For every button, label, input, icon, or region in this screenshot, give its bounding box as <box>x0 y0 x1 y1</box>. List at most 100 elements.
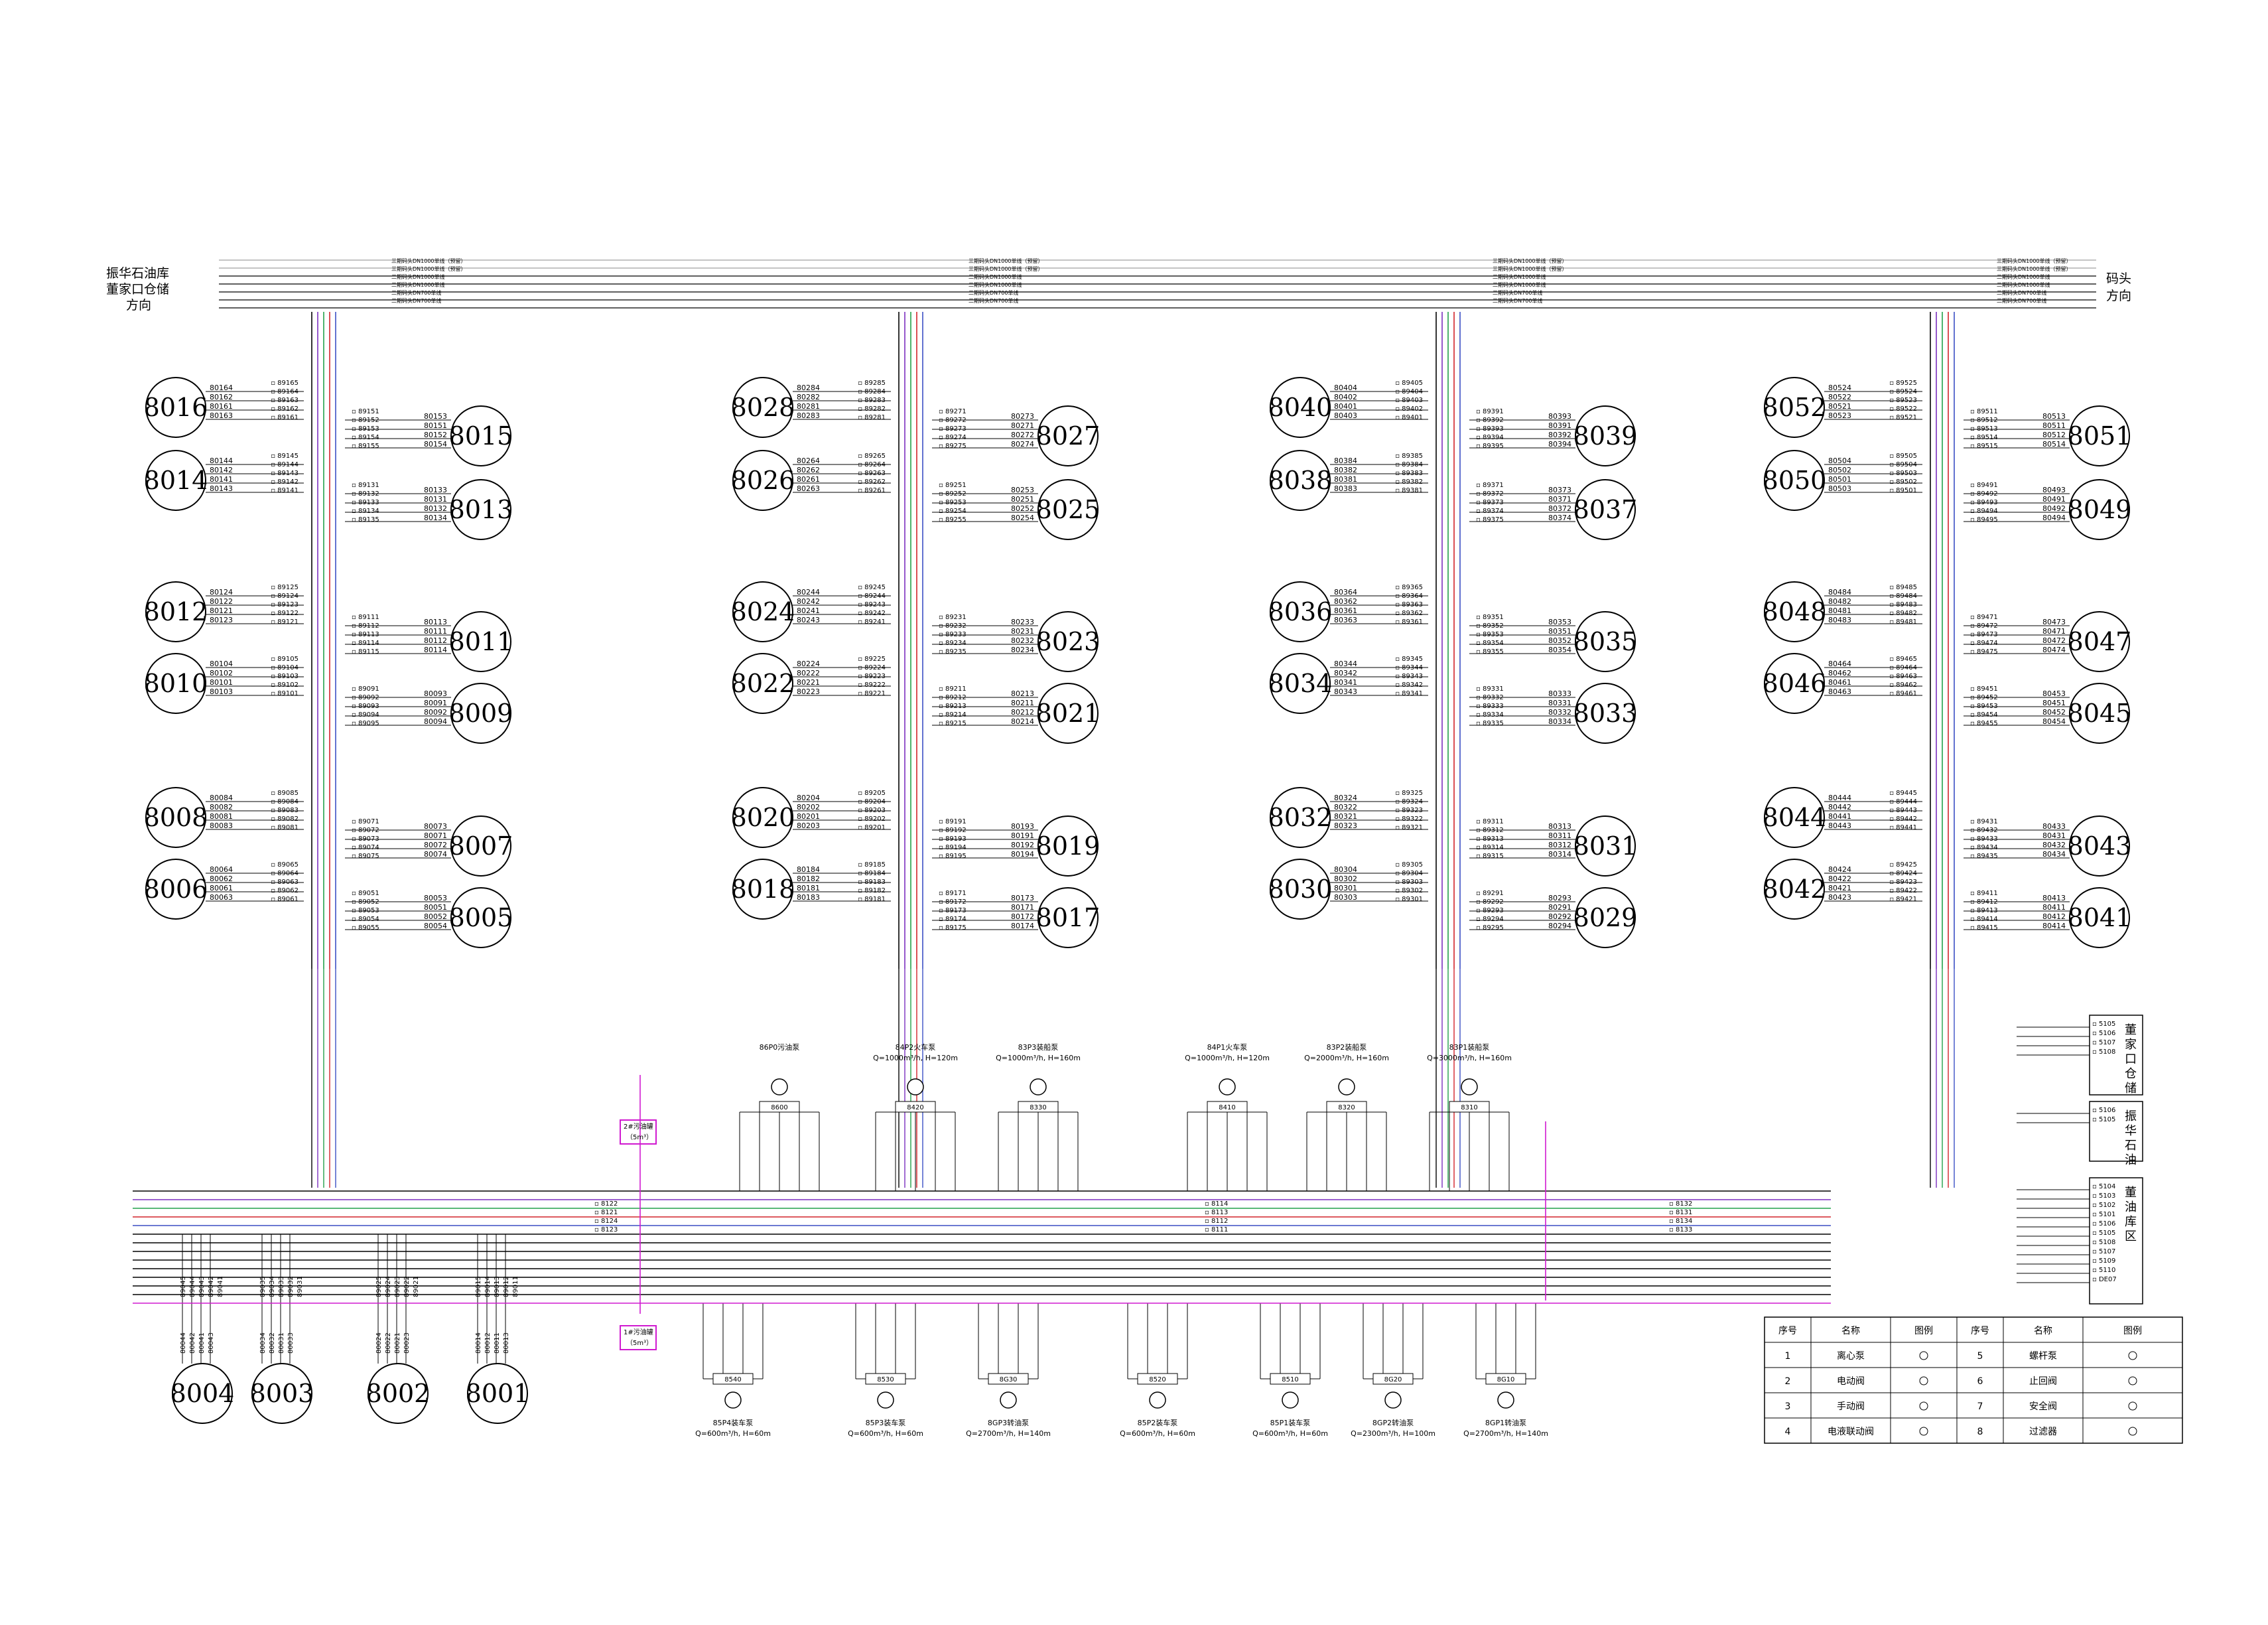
tank-outlet-tag: ▫ 89471 <box>1970 614 1998 621</box>
tank-circle <box>251 1363 312 1424</box>
tank-valve-tag: 80071 <box>424 831 447 840</box>
right-direction-line-1: 码头 <box>2106 271 2131 286</box>
tank-valve-tag: 80021 <box>394 1332 401 1354</box>
tank-valve-tag: 80214 <box>1011 717 1034 726</box>
sump-upper-title: 2#污油罐 <box>624 1122 653 1131</box>
manifold: ▫ 8114▫ 8113▫ 8112▫ 8111▫ 8122▫ 8121▫ 81… <box>133 1075 1831 1314</box>
tank-outlet-tag: 89034 <box>269 1276 276 1297</box>
tank-outlet-tag: ▫ 89275 <box>939 443 967 450</box>
tank-label: 8050 <box>1763 466 1827 495</box>
tank-circle <box>145 787 206 848</box>
tank-valve-tag: 80332 <box>1548 708 1571 717</box>
tank-outlet-tag: ▫ 89095 <box>352 720 379 727</box>
header-note: 二期码头DN1000单线 <box>968 273 1022 280</box>
tank-label: 8031 <box>1573 831 1638 861</box>
tank-valve-tag: 80223 <box>797 687 820 696</box>
side-box-char: 董 <box>2125 1186 2137 1200</box>
right-direction-label: 码头 方向 <box>2106 271 2131 303</box>
pump-spec: Q=600m³/h, H=60m <box>695 1429 771 1438</box>
tank-valve-tag: 80322 <box>1334 803 1357 812</box>
tank-outlet-tag: ▫ 89274 <box>939 434 967 441</box>
tank-outlet-tag: ▫ 89511 <box>1970 408 1998 415</box>
tank-outlet-tag: ▫ 89381 <box>1395 487 1423 494</box>
tank-valve-tag: 80381 <box>1334 475 1357 484</box>
tank-valve-tag: 80173 <box>1011 894 1034 902</box>
side-box: 振华石油▫ 5106▫ 5105 <box>2017 1101 2143 1167</box>
tank-valve-tag: 80464 <box>1828 660 1851 668</box>
tank-valve-tag: 80051 <box>424 903 447 912</box>
tank-valve-tag: 80211 <box>1011 699 1034 707</box>
tank-circle <box>145 859 206 920</box>
header-note: 二期码头DN1000单线 <box>391 273 445 280</box>
tank-valve-tag: 80191 <box>1011 831 1034 840</box>
pump-tag: 8G20 <box>1384 1376 1402 1383</box>
tank-label: 8013 <box>449 495 513 524</box>
tank-outlet-tag: ▫ 89164 <box>271 388 299 395</box>
tank-valve-tag: 80232 <box>1011 636 1034 645</box>
tank-valve-tag: 80394 <box>1548 440 1571 449</box>
tank-label: 8012 <box>144 597 208 626</box>
tank-circle <box>1575 611 1636 672</box>
tank-valve-tag: 80273 <box>1011 412 1034 421</box>
tank-valve-tag: 80312 <box>1548 841 1571 849</box>
tank-circle <box>732 859 793 920</box>
tank-label: 8042 <box>1763 875 1827 904</box>
tank-valve-tag: 80384 <box>1334 457 1357 465</box>
tank-circle <box>367 1363 429 1424</box>
tank-valve-tag: 80284 <box>797 384 820 392</box>
tank-valve-tag: 80222 <box>797 669 820 677</box>
tank-circle <box>145 377 206 438</box>
pump-icon <box>1219 1078 1236 1095</box>
tank-outlet-tag: ▫ 89262 <box>858 478 886 486</box>
tank-valve-tag: 80121 <box>210 606 233 615</box>
tank-valve-tag: 80291 <box>1548 903 1571 912</box>
tank-outlet-tag: ▫ 89353 <box>1476 631 1504 638</box>
tank-valve-tag: 80511 <box>2042 421 2066 430</box>
legend-header: 序号 <box>1971 1326 1989 1336</box>
tank-valve-tag: 80513 <box>2042 412 2066 421</box>
tank-label: 8027 <box>1036 421 1101 451</box>
tank-valve-tag: 80141 <box>210 475 233 484</box>
legend-symbol <box>2128 1351 2137 1360</box>
tank-outlet-tag: ▫ 89472 <box>1970 622 1998 630</box>
tank-label: 8008 <box>144 803 208 832</box>
tank-outlet-tag: ▫ 89093 <box>352 703 379 710</box>
header-note: 二期码头DN700单线 <box>1493 289 1542 296</box>
header-note: 二期码头DN1000单线 <box>968 281 1022 288</box>
pump-tag: 8420 <box>907 1104 923 1111</box>
tank-outlet-tag: ▫ 89455 <box>1970 720 1998 727</box>
tank-outlet-tag: ▫ 89333 <box>1476 703 1504 710</box>
tank-valve-tag: 80081 <box>210 812 233 821</box>
tank-valve-tag: 80201 <box>797 812 820 821</box>
header-note: 二期码头DN700单线 <box>391 297 441 304</box>
legend-cell: 1 <box>1785 1351 1791 1362</box>
manifold-valve-tag: ▫ 8121 <box>594 1209 618 1216</box>
tank-outlet-tag: ▫ 89293 <box>1476 907 1504 914</box>
pump-icon <box>1338 1078 1355 1095</box>
tank-valve-tag: 80421 <box>1828 884 1851 892</box>
tank-outlet-tag: 89022 <box>403 1276 411 1297</box>
tank-outlet-tag: ▫ 89105 <box>271 656 299 663</box>
tank-valve-tag: 80432 <box>2042 841 2066 849</box>
tank-valve-tag: 80502 <box>1828 466 1851 474</box>
tank-label: 8006 <box>144 875 208 904</box>
legend-symbol <box>1919 1351 1928 1360</box>
tank-outlet-tag: ▫ 89292 <box>1476 898 1504 906</box>
tank-outlet-tag: ▫ 89213 <box>939 703 967 710</box>
tank-outlet-tag: ▫ 89491 <box>1970 482 1998 489</box>
tank-valve-tag: 80161 <box>210 402 233 411</box>
tank-valve-tag: 80162 <box>210 393 233 401</box>
tank-outlet-tag: 89025 <box>375 1276 383 1297</box>
legend-cell: 电液联动阀 <box>1828 1427 1874 1437</box>
tank-valve-tag: 80193 <box>1011 822 1034 831</box>
tank-outlet-tag: ▫ 89202 <box>858 815 886 823</box>
pump-frame <box>712 1373 754 1385</box>
pump-tag: 8530 <box>877 1376 894 1383</box>
